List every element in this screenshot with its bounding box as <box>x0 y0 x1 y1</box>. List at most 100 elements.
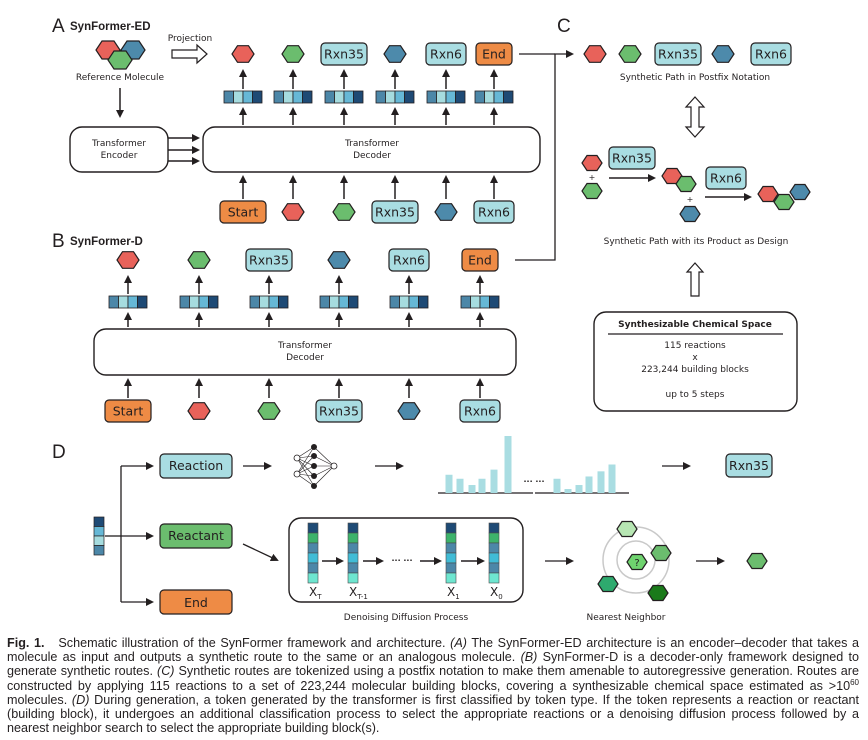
embedding-cell <box>408 295 419 309</box>
green-neighbor-icon <box>650 544 672 562</box>
nn-label: Nearest Neighbor <box>586 613 665 623</box>
token-box-rxn6 <box>388 248 430 272</box>
token-label: Rxn6 <box>464 404 496 419</box>
token-box-rxn6 <box>425 42 467 66</box>
embedding-cell <box>493 90 504 104</box>
token-label: Rxn35 <box>324 47 364 62</box>
mlp-edge <box>313 446 335 467</box>
latent-cell <box>307 532 319 544</box>
mlp-hidden-node <box>311 453 317 459</box>
mlp-hidden-node <box>311 444 317 450</box>
synthetic-path-diagram: +Rxn35+Rxn6 <box>581 146 811 223</box>
embedding-cell <box>278 295 289 309</box>
red-building-block-icon <box>757 185 779 203</box>
chemical-space-title: Synthesizable Chemical Space <box>618 320 772 330</box>
blue-building-block-icon <box>711 45 735 63</box>
latent-cell <box>307 542 319 554</box>
diffusion-step-label: X1 <box>447 585 460 601</box>
green-building-block-icon <box>187 251 211 269</box>
up-arrow-icon <box>685 262 705 297</box>
diffusion-ellipsis: ··· ··· <box>391 556 412 565</box>
embedding-cell <box>108 295 119 309</box>
query-building-block-icon <box>626 553 648 571</box>
token-embedding <box>460 295 500 309</box>
embedding-cell <box>319 295 330 309</box>
chemical-space-steps: up to 5 steps <box>666 390 725 400</box>
caption-a-tag: (A) <box>450 636 467 650</box>
distribution-ellipsis: ··· ··· <box>523 477 544 486</box>
embedding-cell <box>93 526 105 537</box>
embedding-cell <box>343 90 354 104</box>
red-building-block-icon <box>231 45 255 63</box>
latent-cell <box>488 572 500 584</box>
reaction-branch-label: Reaction <box>169 458 223 473</box>
distribution-bar <box>608 464 616 493</box>
token-label: Rxn35 <box>612 151 652 166</box>
distribution-bar <box>597 471 605 493</box>
latent-cell <box>347 522 359 534</box>
transformer-decoder-a-box <box>202 126 541 173</box>
dark-green-neighbor-icon <box>647 584 669 602</box>
embedding-cell <box>233 90 244 104</box>
distribution-bar <box>456 478 464 493</box>
blue-building-block-icon <box>434 203 458 221</box>
green-building-block-icon <box>581 182 603 200</box>
embedding-cell <box>474 90 485 104</box>
token-box-rxn35 <box>245 248 293 272</box>
embedding-cell <box>268 295 279 309</box>
embedding-cell <box>93 516 105 527</box>
token-embedding <box>426 90 466 104</box>
chemical-space-building-blocks: 223,244 building blocks <box>641 365 749 375</box>
mlp-edge <box>313 465 335 477</box>
synformer-figure: A SynFormer-ED Reference Molecule Projec… <box>52 16 811 623</box>
result-reaction-box <box>725 453 773 478</box>
distribution-bar <box>553 478 561 493</box>
token-box-start <box>219 200 267 224</box>
panel-b: B SynFormer-D Transformer Decoder StartR… <box>52 231 517 423</box>
token-label: Rxn35 <box>375 205 415 220</box>
red-building-block-icon <box>581 154 603 172</box>
latent-cell <box>307 552 319 564</box>
latent-cell <box>445 522 457 534</box>
panel-d: D Reaction Reactant End ··· ··· Rxn35 XT… <box>52 436 773 623</box>
caption-d-text: During generation, a token generated by … <box>7 692 859 736</box>
embedding-cell <box>375 90 386 104</box>
panel-b-letter: B <box>52 231 65 252</box>
token-label: Rxn6 <box>430 47 462 62</box>
projection-arrow-icon <box>171 43 208 65</box>
token-label: Start <box>113 404 144 419</box>
mlp-edge <box>296 455 315 475</box>
embedding-cell <box>198 295 209 309</box>
transformer-encoder-box <box>69 126 169 173</box>
caption-intro: Schematic illustration of the SynFormer … <box>58 636 451 650</box>
embedding-cell <box>460 295 471 309</box>
embedding-cell <box>329 295 340 309</box>
token-box-rxn6 <box>750 42 792 66</box>
caption-d-tag: (D) <box>71 692 90 707</box>
plus-sign: + <box>687 195 694 204</box>
embedding-cell <box>489 295 500 309</box>
red-building-block-icon <box>187 402 211 420</box>
diffusion-box <box>288 517 524 603</box>
embedding-cell <box>353 90 364 104</box>
diffusion-label: Denoising Diffusion Process <box>344 613 469 623</box>
latent-cell <box>445 532 457 544</box>
green-building-block-icon <box>773 193 795 211</box>
mlp-hidden-node <box>311 483 317 489</box>
mlp-edge <box>296 457 315 487</box>
token-box-end <box>475 42 513 66</box>
token-box-rxn6 <box>459 399 501 423</box>
token-embedding <box>319 295 359 309</box>
mlp-output-node <box>330 462 338 470</box>
token-box-start <box>104 399 152 423</box>
decoder-b-label-line2: Decoder <box>286 353 324 363</box>
latent-cell <box>347 562 359 574</box>
mlp-edge <box>296 457 315 477</box>
latent-cell <box>347 532 359 544</box>
panel-d-letter: D <box>52 442 66 463</box>
embedding-cell <box>127 295 138 309</box>
chemical-space-box <box>593 311 798 412</box>
diffusion-step-label: XT-1 <box>349 585 368 601</box>
